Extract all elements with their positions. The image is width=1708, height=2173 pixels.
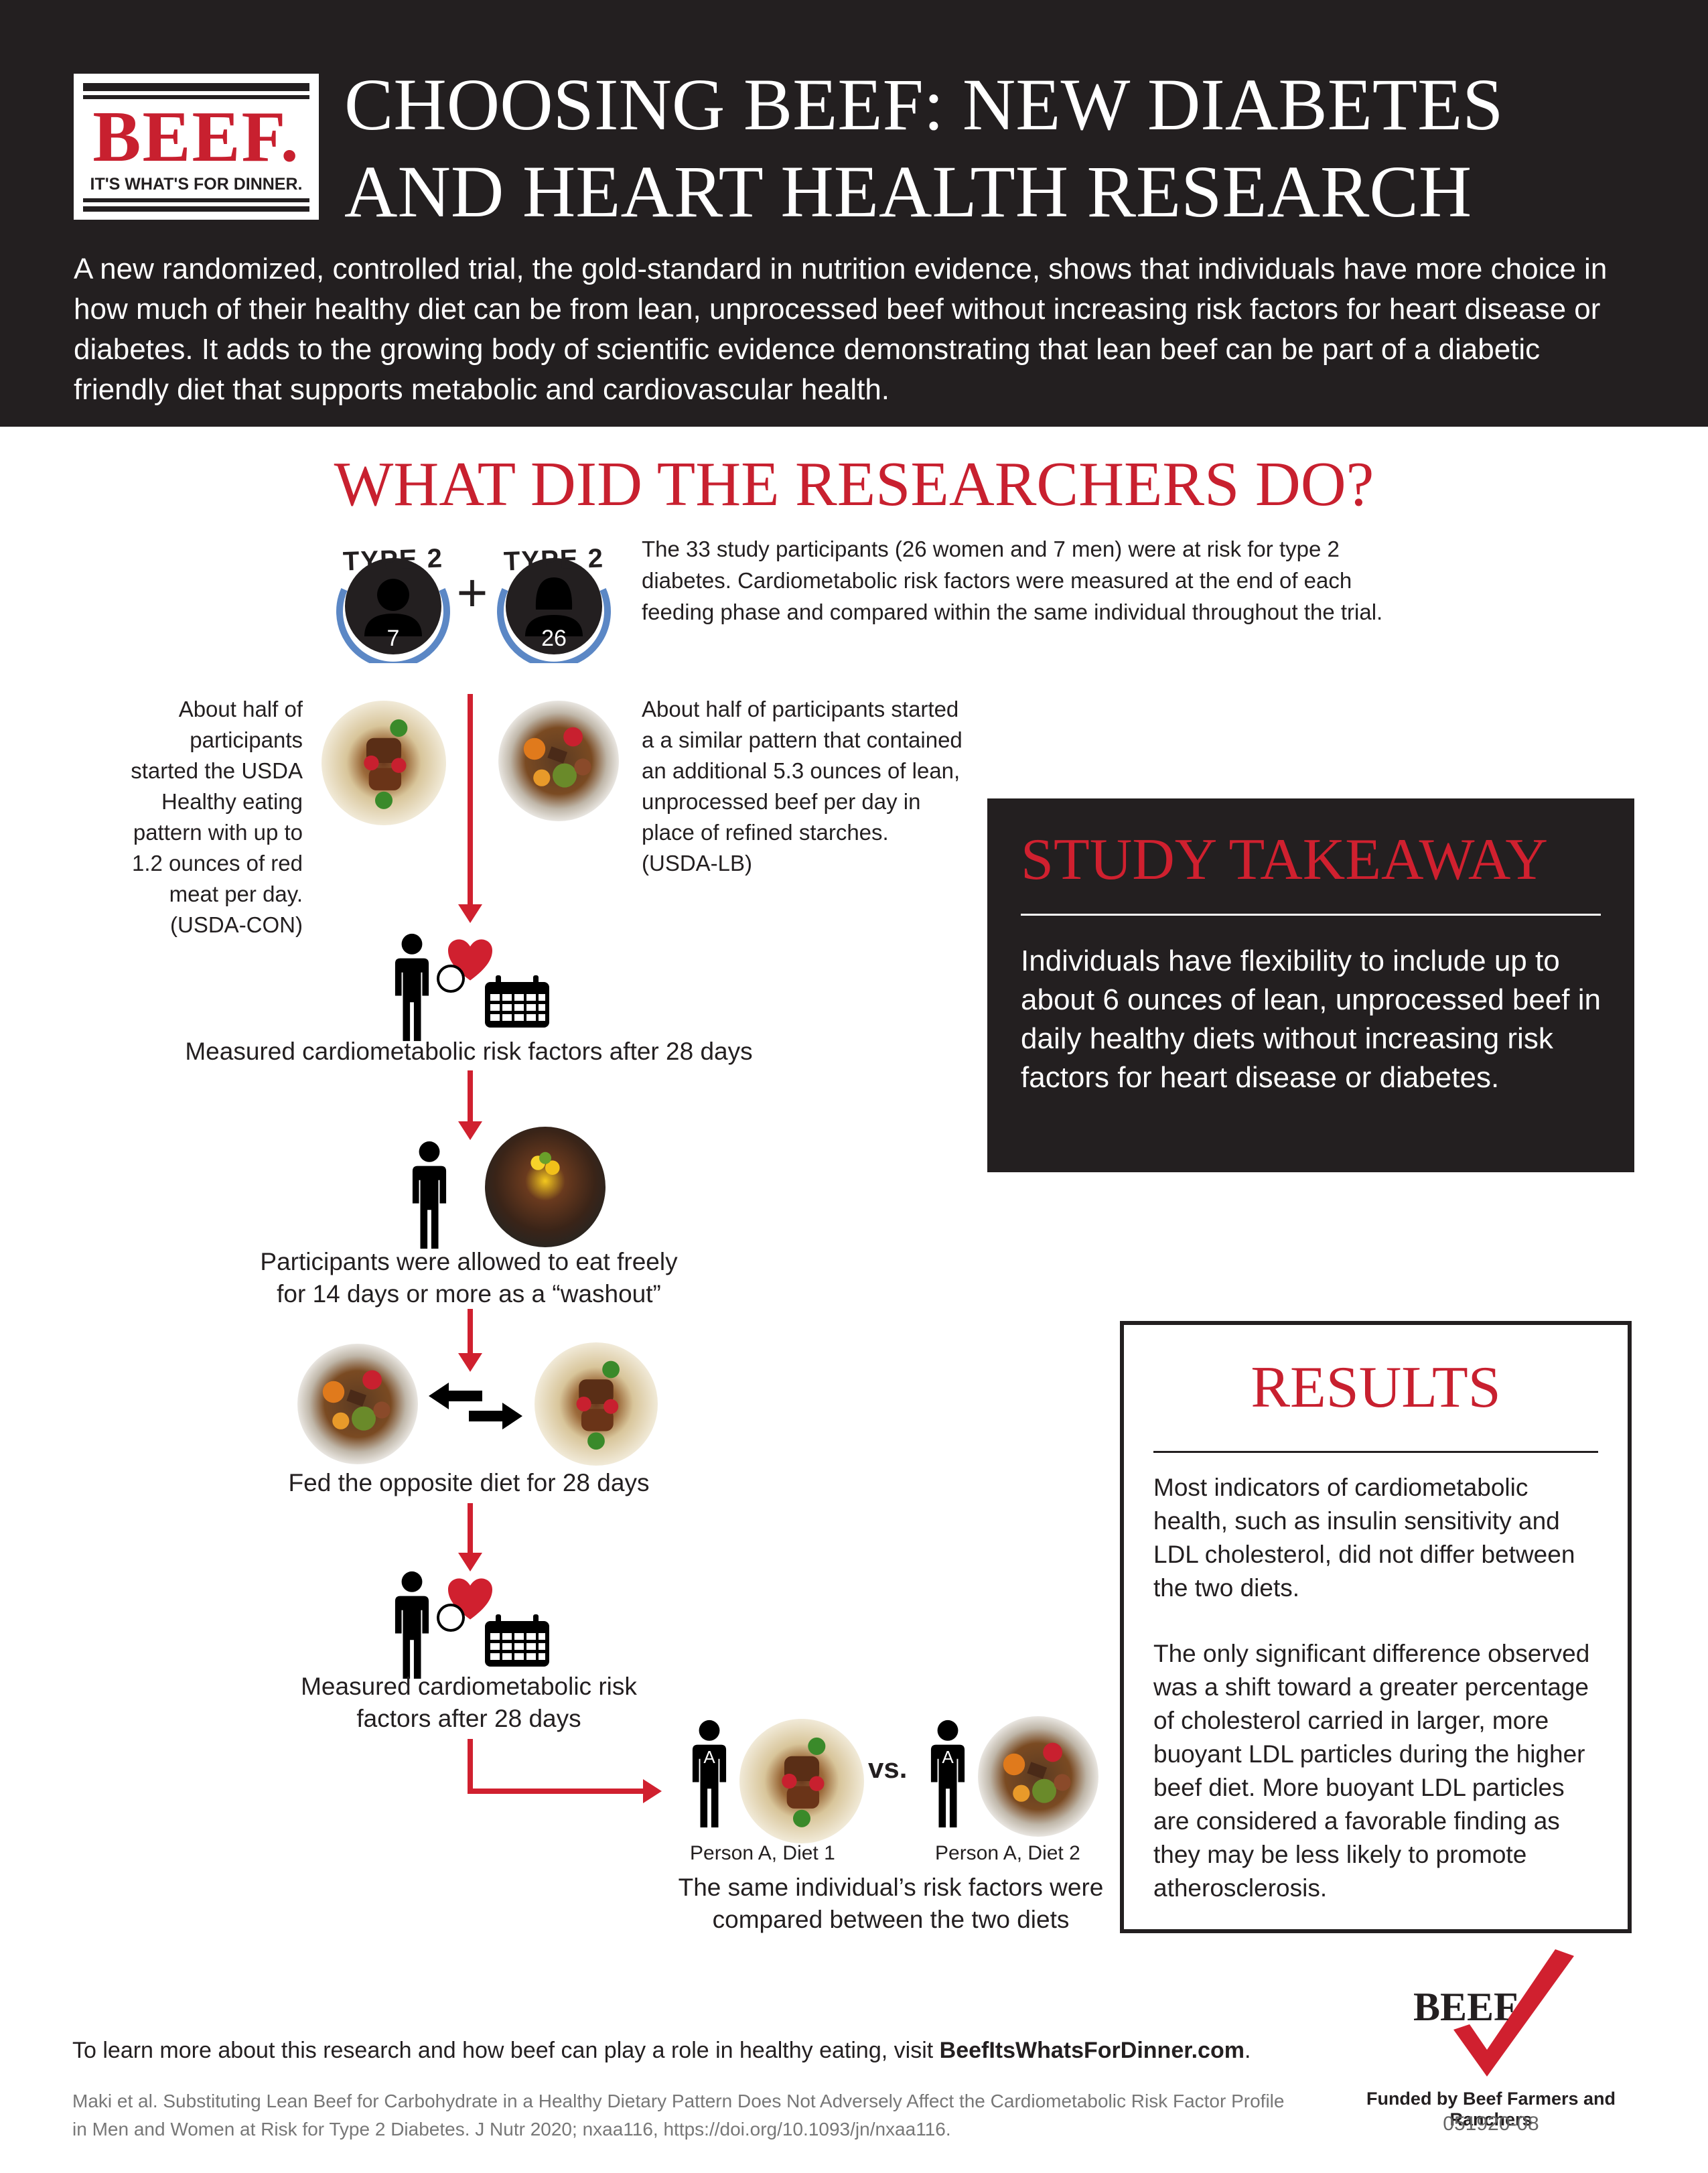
logo-stripe-top (83, 83, 309, 91)
checkoff-word: BEEF (1413, 1985, 1518, 2029)
step-measured-1: Measured cardiometabolic risk factors af… (185, 1038, 753, 1065)
burger-plate-image (485, 1127, 606, 1247)
logo-tagline: IT'S WHAT'S FOR DINNER. (90, 175, 303, 194)
person-icon (393, 1570, 431, 1680)
learn-more: To learn more about this research and ho… (72, 2035, 1385, 2066)
section-title: WHAT DID THE RESEARCHERS DO? (334, 449, 1374, 519)
vs-label: vs. (868, 1752, 908, 1784)
gauge-icon (437, 1604, 465, 1632)
step-measured-2: Measured cardiometabolic risk factors af… (301, 1673, 637, 1732)
woman-avatar-icon (497, 558, 611, 669)
person-icon (410, 1140, 449, 1250)
takeaway-panel: STUDY TAKEAWAY Individuals have flexibil… (987, 798, 1634, 1172)
logo-stripe-bottom (83, 198, 309, 202)
person-a-icon (928, 1719, 967, 1829)
step-opposite: Fed the opposite diet for 28 days (288, 1469, 650, 1496)
swap-arrows-icon (429, 1383, 522, 1429)
results-paragraph-2: The only significant difference observed… (1153, 1640, 1590, 1902)
women-badge: TYPE 2 26 (490, 536, 618, 669)
diet-left-text: About half of participants started the U… (131, 697, 303, 937)
results-divider (1153, 1451, 1598, 1453)
step-washout: Participants were allowed to eat freely … (260, 1248, 678, 1308)
logo-word: BEEF. (92, 97, 300, 177)
pasta-plate-image (322, 701, 446, 825)
flow-arrow-1 (468, 694, 473, 907)
diet2-label: Person A, Diet 2 (935, 1842, 1080, 1864)
calendar-icon (484, 975, 551, 1029)
flow-arrow-1-head (458, 904, 482, 923)
women-badge-label: TYPE 2 (503, 543, 605, 577)
intro-paragraph: A new randomized, controlled trial, the … (74, 253, 1608, 406)
diet1-label: Person A, Diet 1 (690, 1842, 835, 1864)
beef-checkoff-logo: BEEF (1407, 1949, 1581, 2083)
beef-logo: BEEF. IT'S WHAT'S FOR DINNER. (74, 74, 319, 220)
flow-arrow-3-head (458, 1353, 482, 1372)
citation: Maki et al. Substituting Lean Beef for C… (72, 2091, 1285, 2140)
participants-description: The 33 study participants (26 women and … (642, 537, 1383, 624)
learn-more-text: To learn more about this research and ho… (72, 2038, 940, 2063)
funded-by: Funded by Beef Farmers and Ranchers (1366, 2089, 1616, 2129)
flow-arrow-2-head (458, 1121, 482, 1140)
takeaway-body: Individuals have flexibility to include … (1021, 944, 1601, 1094)
flow-arrow-5-horizontal (468, 1789, 644, 1794)
men-badge: TYPE 2 7 (330, 536, 457, 669)
learn-more-link[interactable]: BeefItsWhatsForDinner.com (939, 2038, 1244, 2063)
diet-right-text: About half of participants started a a s… (642, 697, 963, 875)
calendar-icon (484, 1614, 551, 1668)
pasta-plate-image (535, 1342, 658, 1466)
results-paragraph-1: Most indicators of cardiometabolic healt… (1153, 1474, 1575, 1602)
gauge-icon (437, 965, 465, 993)
results-title: RESULTS (1251, 1355, 1501, 1420)
step-compare: The same individual’s risk factors were … (678, 1874, 1104, 1933)
person-a-icon (690, 1719, 729, 1829)
men-count: 7 (386, 626, 400, 651)
flow-arrow-4-head (458, 1553, 482, 1571)
flow-arrow-2 (468, 1070, 473, 1124)
logo-stripe-top2 (83, 95, 309, 99)
men-badge-label: TYPE 2 (342, 543, 444, 577)
person-icon (393, 932, 431, 1042)
flow-arrow-4 (468, 1503, 473, 1557)
plus-sign: + (456, 563, 488, 622)
veg-plate-image (297, 1344, 418, 1464)
header-banner: BEEF. IT'S WHAT'S FOR DINNER. CHOOSING B… (0, 0, 1708, 427)
page-title-line1: CHOOSING BEEF: NEW DIABETES (344, 64, 1504, 145)
learn-more-suffix: . (1244, 2038, 1251, 2063)
checkmark-icon (1453, 1949, 1574, 2077)
person-a-letter: A (942, 1747, 954, 1767)
flow-arrow-3 (468, 1309, 473, 1356)
person-a-letter: A (703, 1747, 715, 1767)
takeaway-divider (1021, 914, 1601, 916)
flow-arrow-5-head (643, 1779, 662, 1803)
veg-plate-image (498, 701, 619, 821)
logo-stripe-bottom2 (83, 206, 309, 212)
flow-arrow-5-vertical (468, 1739, 473, 1794)
page-title-line2: AND HEART HEALTH RESEARCH (344, 151, 1472, 232)
veg-plate-image (978, 1716, 1098, 1837)
pasta-plate-image (739, 1719, 864, 1843)
takeaway-title: STUDY TAKEAWAY (1021, 827, 1548, 892)
document-code: 051920-08 (1443, 2113, 1539, 2135)
results-panel: RESULTS Most indicators of cardiometabol… (1120, 1321, 1632, 1933)
women-count: 26 (541, 626, 567, 651)
